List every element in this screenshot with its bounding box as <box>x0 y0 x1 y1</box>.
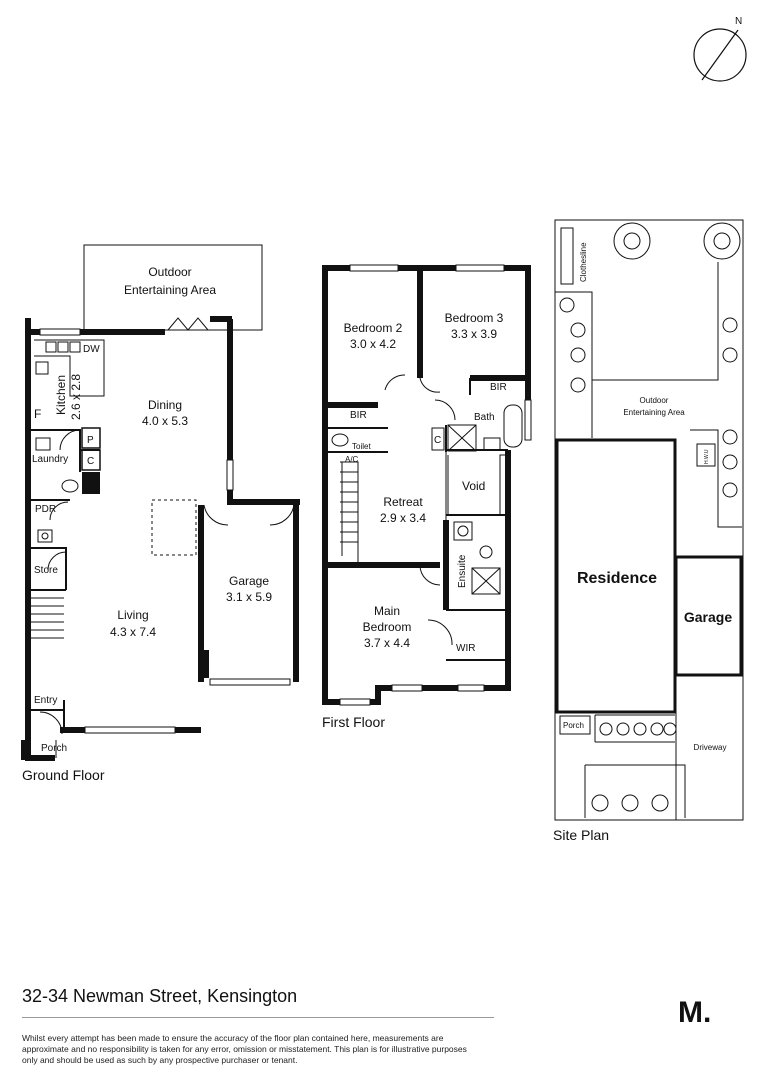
disclaimer-text: Whilst every attempt has been made to en… <box>22 1033 467 1065</box>
dining-label: Dining <box>148 398 182 412</box>
residence-label: Residence <box>577 570 657 587</box>
pdr-label: PDR <box>35 504 56 515</box>
entry-label: Entry <box>34 695 57 706</box>
tree-icons <box>559 222 741 812</box>
brand-logo: M. <box>678 996 712 1029</box>
pantry-label: P <box>87 435 94 446</box>
compass-icon: N <box>693 16 747 82</box>
porch-label: Porch <box>41 743 67 754</box>
north-label: N <box>735 16 742 27</box>
dishwasher-label: DW <box>83 344 100 355</box>
outdoor-label-2: Entertaining Area <box>124 283 216 297</box>
garage-label: Garage <box>229 574 269 588</box>
laundry-label: Laundry <box>32 454 68 465</box>
store-label: Store <box>34 565 58 576</box>
bedroom3-size: 3.3 x 3.9 <box>451 327 497 341</box>
site-garage-label: Garage <box>684 609 732 625</box>
site-plan: Clothesline Outdoor Entertaining Area H.… <box>553 219 744 843</box>
main-bedroom-label: Main <box>374 604 400 618</box>
hwu-label: H.W.U <box>704 449 710 464</box>
retreat-label: Retreat <box>383 495 423 509</box>
divider <box>22 1017 494 1018</box>
bir3-label: BIR <box>490 382 507 393</box>
main-bedroom-label-2: Bedroom <box>363 620 412 634</box>
bedroom2-label: Bedroom 2 <box>344 321 403 335</box>
outdoor-label: Outdoor <box>148 265 191 279</box>
living-size: 4.3 x 7.4 <box>110 625 156 639</box>
site-outdoor-label: Outdoor <box>640 396 669 405</box>
property-address: 32-34 Newman Street, Kensington <box>22 986 298 1006</box>
toilet-label: Toilet <box>352 442 371 451</box>
living-label: Living <box>117 608 148 622</box>
main-bedroom-size: 3.7 x 4.4 <box>364 636 410 650</box>
garage-size: 3.1 x 5.9 <box>226 590 272 604</box>
void-label: Void <box>462 479 485 493</box>
wir-label: WIR <box>456 643 475 654</box>
fridge-label: F <box>34 407 41 421</box>
driveway-label: Driveway <box>694 743 727 752</box>
site-plan-caption: Site Plan <box>553 827 609 843</box>
site-porch-label: Porch <box>563 721 584 730</box>
first-floor-caption: First Floor <box>322 714 385 730</box>
bir2-label: BIR <box>350 410 367 421</box>
ground-floor-plan: Outdoor Entertaining Area Dining 4.0 x 5… <box>21 244 300 783</box>
bath-label: Bath <box>474 412 495 423</box>
kitchen-label: Kitchen <box>54 375 68 415</box>
cupboard-label: C <box>87 456 94 467</box>
first-floor-cupboard-label: C <box>434 435 441 446</box>
bedroom2-size: 3.0 x 4.2 <box>350 337 396 351</box>
ensuite-label: Ensuite <box>457 554 468 588</box>
retreat-size: 2.9 x 3.4 <box>380 511 426 525</box>
kitchen-size: 2.6 x 2.8 <box>69 374 83 420</box>
ac-label: A/C <box>345 455 359 464</box>
first-floor-plan: Bedroom 2 3.0 x 4.2 Bedroom 3 3.3 x 3.9 … <box>322 264 532 730</box>
site-outdoor-label-2: Entertaining Area <box>623 408 685 417</box>
clothesline-label: Clothesline <box>579 242 588 282</box>
ground-floor-caption: Ground Floor <box>22 767 105 783</box>
dining-size: 4.0 x 5.3 <box>142 414 188 428</box>
bedroom3-label: Bedroom 3 <box>445 311 504 325</box>
